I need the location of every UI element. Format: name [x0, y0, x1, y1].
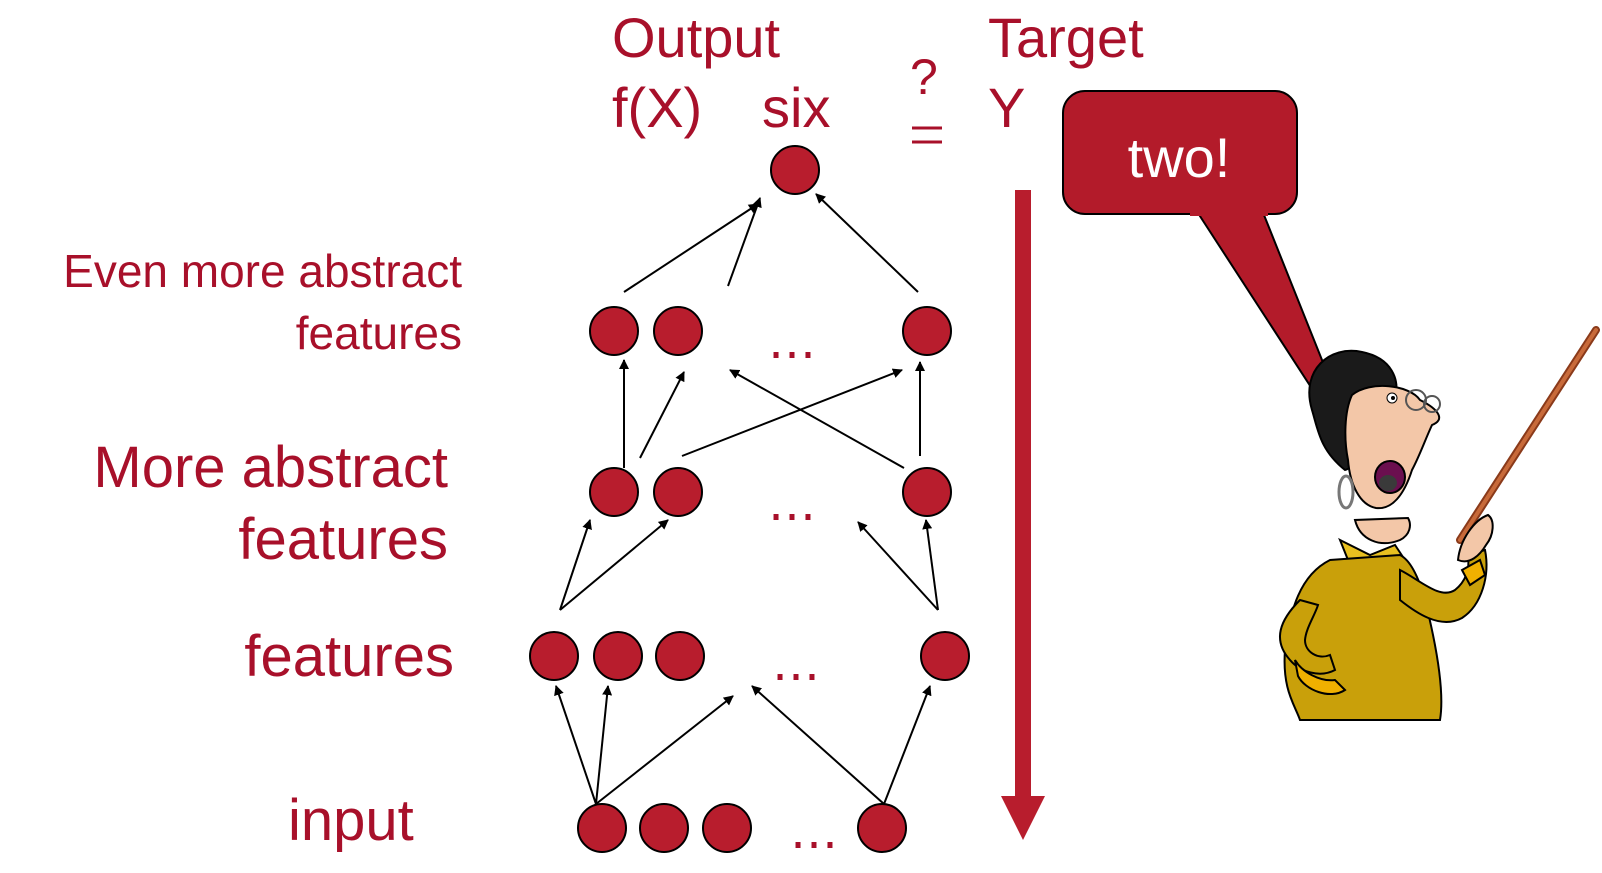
- network-edges: [554, 193, 939, 805]
- node: [655, 631, 705, 681]
- node: [857, 803, 907, 853]
- node: [589, 467, 639, 517]
- label-even-more-abstract-features: Even more abstract features: [63, 240, 462, 364]
- backprop-arrow: [1001, 190, 1045, 840]
- label-y: Y: [988, 76, 1026, 139]
- label-features: features: [244, 624, 454, 689]
- equals-sign: [912, 126, 942, 144]
- node: [653, 467, 703, 517]
- label-six: six: [762, 76, 831, 139]
- node: [529, 631, 579, 681]
- label-more-abstract-features: More abstract features: [93, 432, 448, 576]
- node: [653, 306, 703, 356]
- node: [920, 631, 970, 681]
- speech-bubble-text: two!: [1127, 126, 1231, 189]
- ellipsis-input: …: [790, 804, 840, 860]
- ellipsis-features: …: [772, 636, 822, 692]
- node: [593, 631, 643, 681]
- node: [902, 306, 952, 356]
- label-line: features: [238, 507, 448, 572]
- output-node: [770, 145, 820, 195]
- ellipsis-more-abstract: …: [768, 476, 818, 532]
- layer-even-more-abstract: [589, 306, 952, 356]
- node: [589, 306, 639, 356]
- node: [702, 803, 752, 853]
- label-fx: f(X): [612, 76, 703, 139]
- label-output: Output: [612, 6, 781, 69]
- layer-more-abstract: [589, 467, 952, 517]
- node: [902, 467, 952, 517]
- label-line: Even more abstract: [63, 245, 462, 297]
- layer-features: [529, 631, 970, 681]
- label-input: input: [288, 788, 414, 853]
- label-line: features: [295, 307, 462, 359]
- node: [639, 803, 689, 853]
- label-line: More abstract: [93, 435, 448, 500]
- question-mark: ?: [910, 49, 938, 105]
- layer-input: [577, 803, 907, 853]
- label-target: Target: [988, 6, 1144, 69]
- ellipsis-even-more: …: [768, 314, 818, 370]
- teacher-with-pointer-icon: [1279, 326, 1600, 721]
- node: [577, 803, 627, 853]
